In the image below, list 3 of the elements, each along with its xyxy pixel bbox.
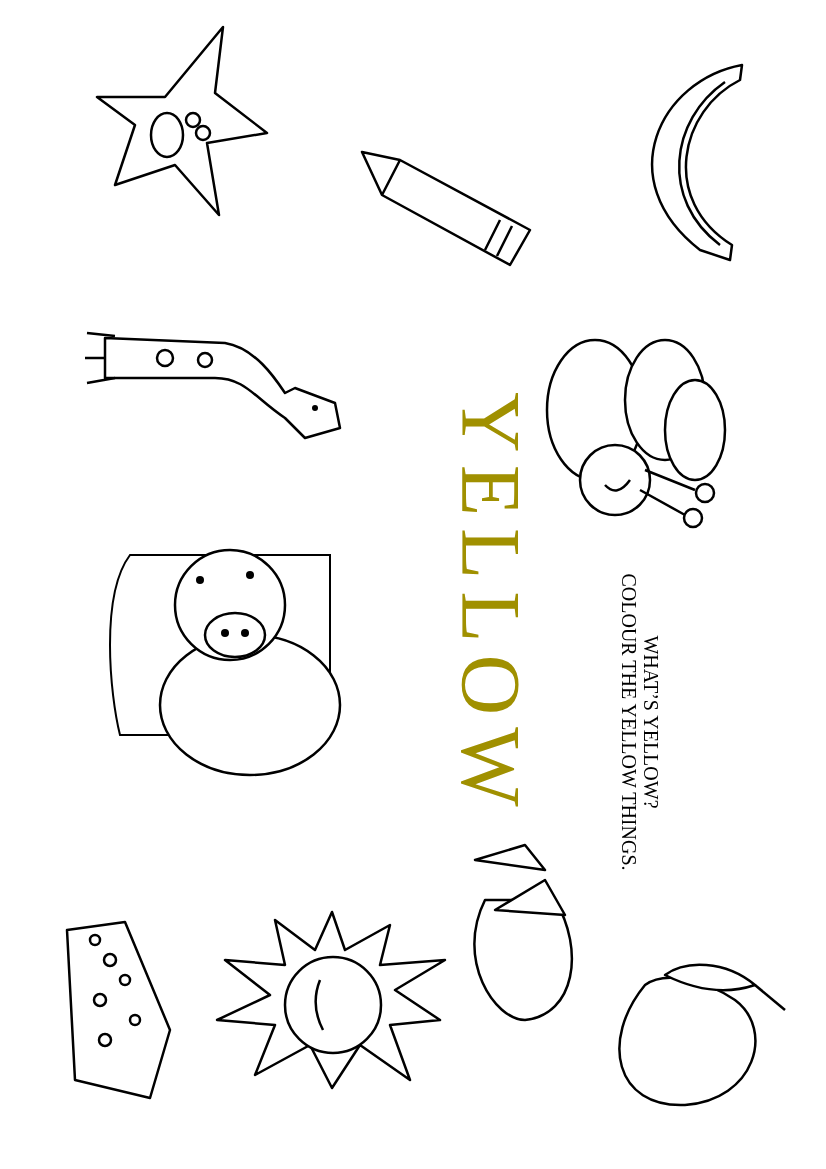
- instruction-text: COLOUR THE YELLOW THINGS.: [618, 572, 640, 872]
- title: YELLOW: [448, 392, 532, 812]
- instruction-text: WHAT’S YELLOW?: [640, 634, 662, 811]
